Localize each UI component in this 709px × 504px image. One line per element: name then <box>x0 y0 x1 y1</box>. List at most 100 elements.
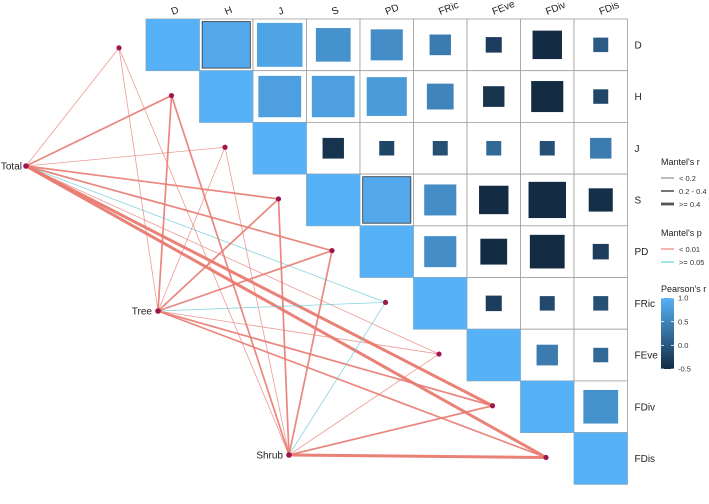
legend-r-label-0: < 0.2 <box>679 174 696 183</box>
link-Shrub-S <box>277 198 290 456</box>
corr-square-D-S <box>315 28 351 62</box>
corr-square-FDis-FDis <box>574 432 628 485</box>
corr-square-H-H <box>199 70 253 123</box>
link-Tree-PD <box>157 249 333 312</box>
node-Total <box>23 163 29 169</box>
source-label-Tree: Tree <box>132 307 153 318</box>
link-Total-FDis <box>24 164 548 459</box>
right-label-D: D <box>635 40 642 51</box>
mantel-links <box>24 47 548 459</box>
grid-cell-S-FEve <box>466 173 521 227</box>
corr-square-D-FEve <box>485 37 502 53</box>
legend-pearson-title: Pearson's r <box>661 284 706 294</box>
link-Total-H <box>25 94 173 167</box>
right-label-H: H <box>635 92 642 103</box>
corr-square-H-S <box>311 75 355 118</box>
node-Shrub <box>286 452 292 458</box>
link-Tree-FDiv <box>157 310 494 407</box>
link-Total-J <box>25 146 226 167</box>
source-label-Shrub: Shrub <box>256 451 283 462</box>
colorbar-tick-label-2: 0.0 <box>678 341 688 350</box>
corr-square-H-J <box>258 75 302 118</box>
corr-square-S-FDis <box>588 188 613 212</box>
colorbar-tick-label-1: 0.5 <box>678 317 688 326</box>
corr-square-H-FDis <box>593 89 609 104</box>
link-Shrub-D <box>118 47 290 456</box>
pearson-colorbar <box>661 298 674 369</box>
right-label-S: S <box>635 195 642 206</box>
corr-square-D-H <box>201 21 251 69</box>
node-H <box>168 92 175 99</box>
link-Tree-H <box>157 94 173 312</box>
node-Tree <box>155 308 161 314</box>
corr-square-FRic-FRic <box>413 277 467 330</box>
source-label-Total: Total <box>1 162 22 173</box>
node-FRic <box>382 299 389 305</box>
corr-square-S-FEve <box>479 185 509 215</box>
corr-square-FRic-FEve <box>485 295 502 312</box>
link-Total-FDiv <box>24 164 494 408</box>
link-Tree-J <box>157 146 226 312</box>
corr-square-FEve-FDis <box>593 347 609 363</box>
corr-square-J-S <box>322 137 344 159</box>
corr-square-PD-FEve <box>480 238 508 265</box>
corr-square-H-FDiv <box>531 81 564 113</box>
right-label-PD: PD <box>635 247 649 258</box>
node-FEve <box>436 351 442 357</box>
corr-square-PD-PD <box>360 225 414 278</box>
corr-square-J-FDis <box>590 137 612 159</box>
link-Shrub-FRic <box>288 301 386 456</box>
link-Tree-S <box>157 198 280 312</box>
corr-square-FEve-FEve <box>467 329 521 381</box>
legend-p-label-0: < 0.01 <box>679 245 700 254</box>
top-label-FDis: FDis <box>598 0 621 18</box>
link-Total-D <box>25 47 120 167</box>
corr-square-S-FDiv <box>528 181 566 219</box>
legend-mantel-p-title: Mantel's p <box>661 228 702 238</box>
corr-square-S-FRic <box>424 184 457 216</box>
corr-square-S-PD <box>362 176 412 224</box>
corr-square-FDiv-FDiv <box>520 380 574 433</box>
colorbar-tick-label-3: -0.5 <box>678 365 691 374</box>
corr-square-FDiv-FDis <box>583 389 619 424</box>
corr-square-H-PD <box>366 77 407 116</box>
corr-square-D-D <box>146 19 200 71</box>
top-label-S: S <box>330 5 341 18</box>
node-J <box>222 144 228 150</box>
corr-square-H-FEve <box>483 86 505 107</box>
node-D <box>116 45 122 51</box>
right-label-FDis: FDis <box>635 454 656 465</box>
corr-square-FRic-FDiv <box>539 296 555 311</box>
right-label-J: J <box>635 144 640 155</box>
corr-square-FEve-FDiv <box>536 344 558 366</box>
corr-square-H-FRic <box>426 83 454 110</box>
node-FDis <box>543 454 549 461</box>
corr-square-PD-FDiv <box>529 234 565 269</box>
corr-square-J-FDiv <box>539 141 555 156</box>
legend-r-label-1: 0.2 - 0.4 <box>679 187 707 196</box>
corr-square-D-J <box>257 22 303 67</box>
corr-square-PD-FDis <box>592 243 609 260</box>
link-Tree-FDis <box>157 310 547 459</box>
link-Shrub-FEve <box>288 353 440 456</box>
right-label-FRic: FRic <box>635 299 656 310</box>
corr-square-D-FRic <box>429 34 451 56</box>
top-label-H: H <box>223 5 234 18</box>
top-label-J: J <box>277 6 286 18</box>
node-PD <box>329 248 335 254</box>
right-label-FEve: FEve <box>635 351 659 362</box>
link-Total-S <box>25 165 280 200</box>
corr-square-D-PD <box>370 29 403 61</box>
link-Shrub-PD <box>288 249 333 456</box>
corr-square-FRic-FDis <box>593 296 609 311</box>
legend-mantel-r-title: Mantel's r <box>661 157 700 167</box>
correlation-squares <box>146 19 628 485</box>
link-Shrub-FDiv <box>288 404 494 456</box>
corr-square-J-J <box>253 122 307 175</box>
top-label-PD: PD <box>384 2 401 17</box>
